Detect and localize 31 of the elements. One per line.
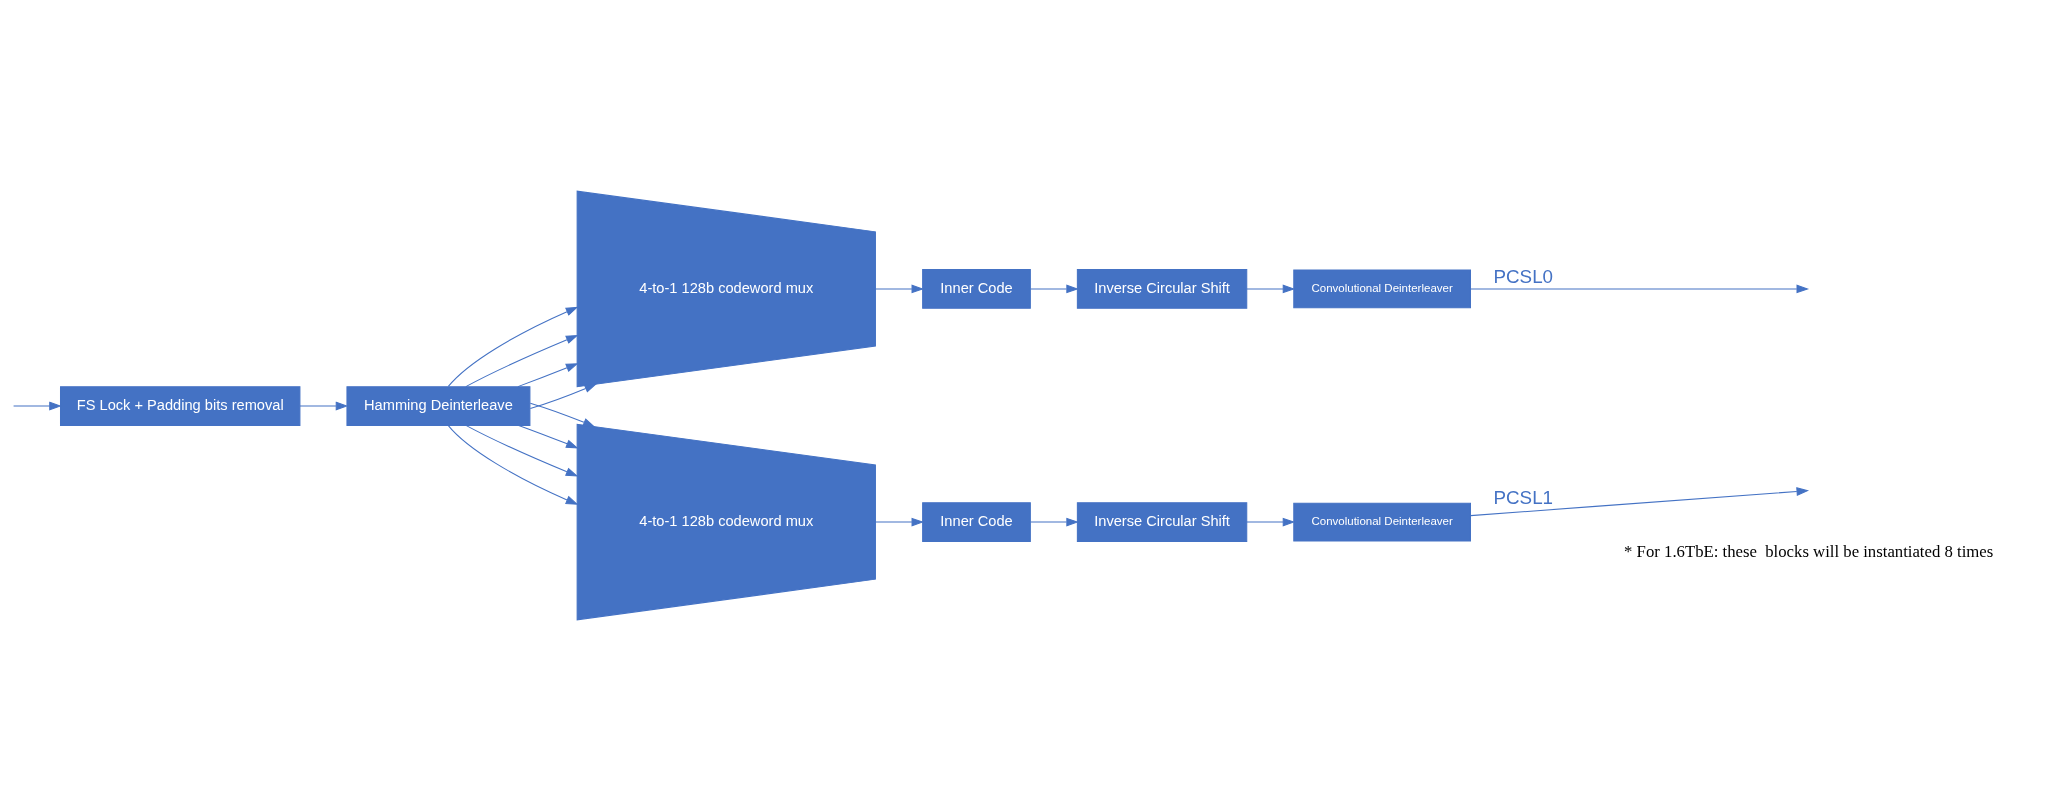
edge-label: PCSL0	[1493, 265, 1554, 287]
arrow	[1030, 284, 1079, 293]
node-box: Inverse Circular Shift	[1076, 268, 1248, 309]
arrow	[13, 401, 62, 410]
node-box: Inverse Circular Shift	[1076, 501, 1248, 542]
arrow	[529, 402, 596, 427]
arrow	[529, 383, 597, 409]
edge-label: PCSL1	[1493, 486, 1554, 508]
arrow	[465, 424, 579, 476]
arrow	[447, 424, 579, 505]
arrow	[518, 424, 579, 448]
node-box: FS Lock + Padding bits removal	[60, 385, 301, 426]
arrow	[299, 401, 349, 410]
arrow	[447, 306, 579, 387]
label: * For 1.6TbE: these blocks will be instantiated 8 times	[1624, 541, 1994, 561]
node-box: Inner Code	[922, 501, 1031, 542]
arrow	[1470, 486, 1810, 516]
node-box: Convolutional Deinterleaver	[1293, 502, 1471, 541]
node-box: Inner Code	[922, 268, 1031, 309]
arrow	[1030, 517, 1079, 526]
arrow	[517, 362, 579, 387]
node-box: Convolutional Deinterleaver	[1293, 269, 1471, 308]
node-box: 4-to-1 128b codeword mux	[576, 190, 876, 387]
arrow	[1470, 284, 1810, 293]
arrow	[465, 334, 579, 387]
node-box: Hamming Deinterleave	[346, 385, 531, 426]
arrow	[1246, 284, 1296, 293]
arrow	[875, 284, 925, 293]
arrow	[875, 517, 925, 526]
node-box: 4-to-1 128b codeword mux	[576, 423, 876, 620]
arrow	[1246, 517, 1296, 526]
